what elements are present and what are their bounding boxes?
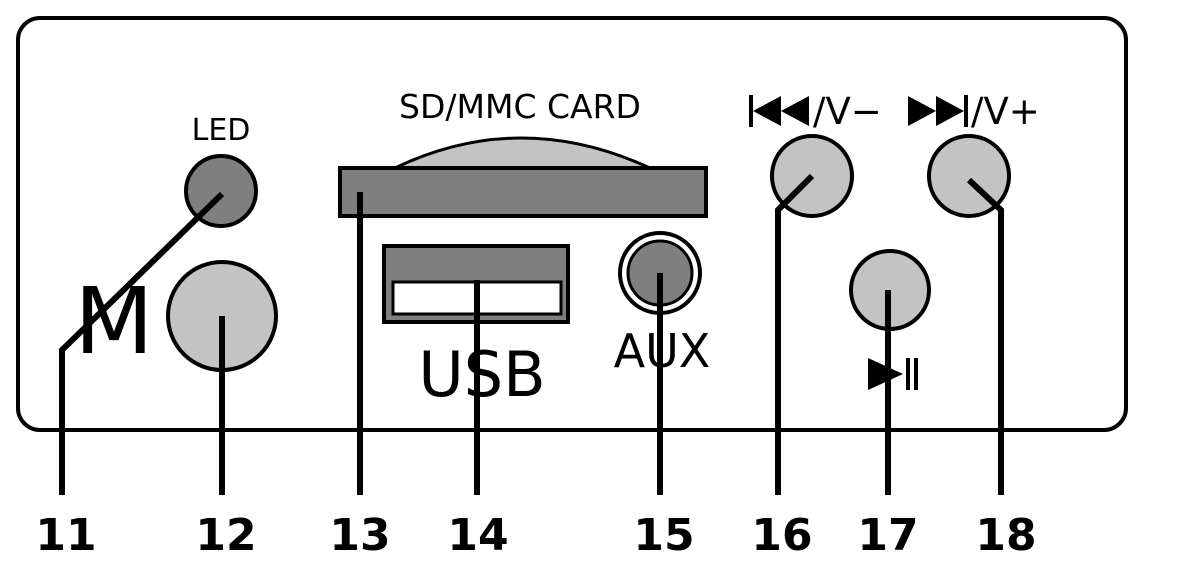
callout-12: 12 bbox=[195, 510, 256, 561]
sd-card-slot bbox=[338, 166, 708, 218]
mode-label: M bbox=[74, 268, 153, 375]
skip-previous-icon bbox=[749, 95, 809, 127]
callout-15: 15 bbox=[633, 510, 694, 561]
callout-17: 17 bbox=[857, 510, 918, 561]
skip-next-icon bbox=[908, 95, 968, 127]
callout-13: 13 bbox=[329, 510, 390, 561]
leader-line-18 bbox=[966, 177, 1004, 495]
leader-line-16 bbox=[775, 173, 815, 495]
led-label: LED bbox=[192, 113, 251, 148]
panel-outline bbox=[16, 16, 1128, 432]
callout-11: 11 bbox=[35, 510, 96, 561]
prev-vol-down-label: /V− bbox=[813, 90, 882, 133]
callout-18: 18 bbox=[975, 510, 1036, 561]
next-vol-up-label: /V+ bbox=[971, 90, 1040, 133]
sd-card-label: SD/MMC CARD bbox=[399, 87, 641, 126]
usb-label: USB bbox=[418, 338, 545, 411]
callout-14: 14 bbox=[447, 510, 508, 561]
callout-16: 16 bbox=[751, 510, 812, 561]
leader-line-11 bbox=[59, 191, 225, 495]
sd-card-edge bbox=[394, 136, 651, 170]
